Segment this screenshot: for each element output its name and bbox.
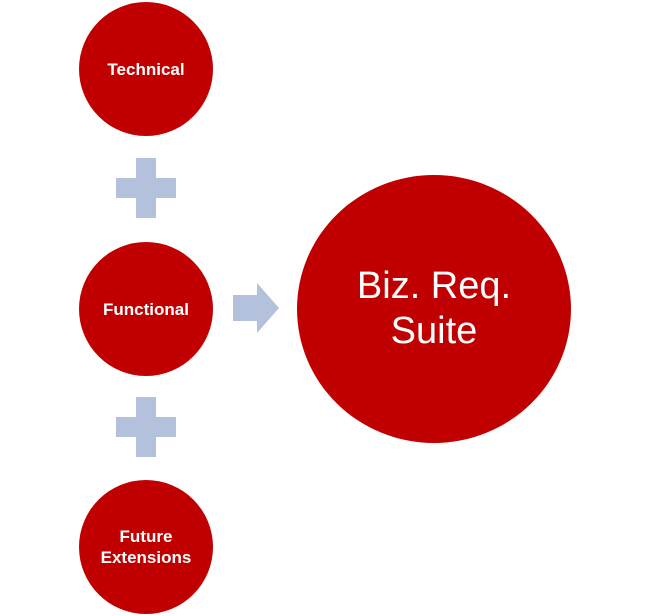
functional-label: Functional xyxy=(103,299,189,319)
future-extensions-circle: Future Extensions xyxy=(79,480,213,614)
biz-req-suite-circle: Biz. Req. Suite xyxy=(297,175,571,443)
future-extensions-label: Future Extensions xyxy=(100,527,192,567)
plus-icon xyxy=(116,397,176,457)
plus-icon xyxy=(116,158,176,218)
biz-req-suite-label: Biz. Req. Suite xyxy=(356,265,512,352)
technical-circle: Technical xyxy=(79,2,213,136)
arrow-right-icon xyxy=(233,283,279,333)
technical-label: Technical xyxy=(107,59,185,79)
functional-circle: Functional xyxy=(79,242,213,376)
